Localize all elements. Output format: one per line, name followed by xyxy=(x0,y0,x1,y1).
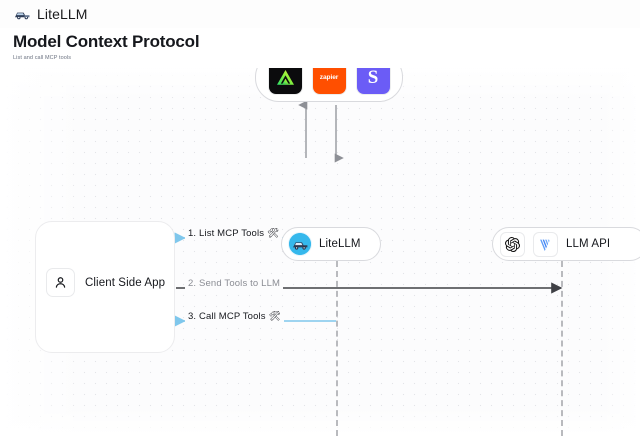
brand-bar: LiteLLM xyxy=(0,0,640,28)
zapier-wordmark: zapier xyxy=(319,74,339,81)
message-label-2: 2. Send Tools to LLM xyxy=(185,278,284,289)
litellm-avatar-icon xyxy=(289,233,311,255)
lifeline-litellm xyxy=(336,261,338,436)
user-icon xyxy=(46,268,75,297)
litellm-truck-logo-icon xyxy=(14,8,31,21)
triangle-tool-icon[interactable] xyxy=(268,68,302,94)
node-litellm-label: LiteLLM xyxy=(319,238,361,250)
vertex-ai-icon xyxy=(533,231,558,257)
client-side-app-content: Client Side App xyxy=(46,268,165,297)
slack-s-letter: S xyxy=(367,68,379,88)
page-title: Model Context Protocol xyxy=(13,32,200,51)
page-subtitle: List and call MCP tools xyxy=(13,55,72,61)
lifeline-llm-api xyxy=(561,261,563,436)
diagram-canvas: MCP Tools zapier S xyxy=(0,68,640,436)
message-label-1: 1. List MCP Tools 🛠 xyxy=(185,228,283,239)
message-label-3: 3. Call MCP Tools 🛠 xyxy=(185,311,284,322)
openai-icon xyxy=(500,231,525,257)
mcp-tools-group[interactable]: zapier S xyxy=(255,68,403,102)
client-side-app-label: Client Side App xyxy=(85,276,166,289)
slack-s-icon[interactable]: S xyxy=(356,68,390,94)
zapier-icon[interactable]: zapier xyxy=(312,68,346,94)
node-llm-api[interactable]: LLM API xyxy=(492,227,640,261)
brand-name: LiteLLM xyxy=(37,6,88,22)
node-llm-api-label: LLM API xyxy=(566,238,611,250)
node-litellm[interactable]: LiteLLM xyxy=(281,227,381,261)
